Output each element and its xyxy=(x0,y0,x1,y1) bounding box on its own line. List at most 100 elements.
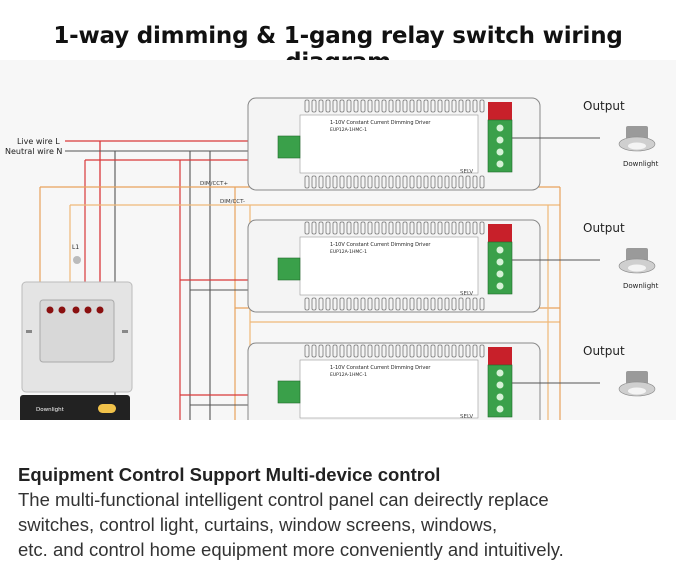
cooling-fin xyxy=(318,297,324,311)
cooling-fin xyxy=(304,221,310,235)
output-label: Output xyxy=(583,99,625,113)
cooling-fin xyxy=(318,344,324,358)
driver-title: 1-10V Constant Current Dimming Driver xyxy=(330,242,431,248)
cooling-fin xyxy=(465,221,471,235)
cooling-fin xyxy=(325,297,331,311)
cooling-fin xyxy=(395,221,401,235)
switch-panel-module xyxy=(39,299,115,363)
cooling-fin xyxy=(479,297,485,311)
terminal-screw xyxy=(496,136,504,144)
terminal-5 xyxy=(96,306,104,314)
cooling-fin xyxy=(381,175,387,189)
cooling-fin xyxy=(458,99,464,113)
description-heading: Equipment Control Support Multi-device c… xyxy=(18,464,441,485)
terminal-screw xyxy=(496,405,504,413)
cooling-fin xyxy=(346,344,352,358)
cooling-fin xyxy=(458,297,464,311)
cooling-fin xyxy=(381,221,387,235)
wiring-diagram: Live wire L Neutral wire N DIM/CCT+ DIM/… xyxy=(0,60,676,420)
cooling-fin xyxy=(388,175,394,189)
cooling-fin xyxy=(451,221,457,235)
cooling-fin xyxy=(409,175,415,189)
selv-mark: SELV xyxy=(460,291,473,297)
driver-model: EUP12A-1HMC-1 xyxy=(330,372,367,378)
description-line-2: switches, control light, curtains, windo… xyxy=(18,514,498,535)
description: Equipment Control Support Multi-device c… xyxy=(18,462,668,562)
driver-model: EUP12A-1HMC-1 xyxy=(330,127,367,133)
cooling-fin xyxy=(311,297,317,311)
cooling-fin xyxy=(458,221,464,235)
cooling-fin xyxy=(360,99,366,113)
terminal-screw xyxy=(496,124,504,132)
cooling-fin xyxy=(346,297,352,311)
cooling-fin xyxy=(479,221,485,235)
cooling-fin xyxy=(367,99,373,113)
cooling-fin xyxy=(304,297,310,311)
cooling-fin xyxy=(444,175,450,189)
cooling-fin xyxy=(304,175,310,189)
drivers: 1-10V Constant Current Dimming DriverEUP… xyxy=(247,97,659,420)
cooling-fin xyxy=(402,99,408,113)
cooling-fin xyxy=(451,297,457,311)
lamp-heatsink xyxy=(626,126,648,140)
cooling-fin xyxy=(465,99,471,113)
cooling-fin xyxy=(423,344,429,358)
cooling-fin xyxy=(367,221,373,235)
terminal-1 xyxy=(46,306,54,314)
driver-title: 1-10V Constant Current Dimming Driver xyxy=(330,365,431,371)
lamp-label: Downlight xyxy=(623,160,659,168)
cooling-fin xyxy=(367,344,373,358)
cooling-fin xyxy=(444,221,450,235)
cooling-fin xyxy=(339,344,345,358)
cooling-fin xyxy=(402,344,408,358)
output-label: Output xyxy=(583,344,625,358)
cooling-fin xyxy=(402,297,408,311)
cooling-fin xyxy=(465,297,471,311)
output-label: Output xyxy=(583,221,625,235)
relay-block xyxy=(488,102,512,120)
cooling-fin xyxy=(374,297,380,311)
cooling-fin xyxy=(311,99,317,113)
description-line-3: etc. and control home equipment more con… xyxy=(18,539,564,560)
cooling-fin xyxy=(318,175,324,189)
cooling-fin xyxy=(353,175,359,189)
cooling-fin xyxy=(367,175,373,189)
terminal-screw xyxy=(496,270,504,278)
description-line-1: The multi-functional intelligent control… xyxy=(18,489,549,510)
driver-title: 1-10V Constant Current Dimming Driver xyxy=(330,120,431,126)
cooling-fin xyxy=(430,344,436,358)
cooling-fin xyxy=(472,221,478,235)
input-terminal xyxy=(277,257,301,281)
cooling-fin xyxy=(374,175,380,189)
cooling-fin xyxy=(395,175,401,189)
cooling-fin xyxy=(409,297,415,311)
cooling-fin xyxy=(416,99,422,113)
cooling-fin xyxy=(339,221,345,235)
cooling-fin xyxy=(479,175,485,189)
cooling-fin xyxy=(472,297,478,311)
cooling-fin xyxy=(339,99,345,113)
dim-plus-label: DIM/CCT+ xyxy=(200,181,228,187)
input-terminal xyxy=(277,135,301,159)
cooling-fin xyxy=(353,297,359,311)
cooling-fin xyxy=(451,99,457,113)
neutral-wire-label: Neutral wire N xyxy=(5,147,62,156)
cooling-fin xyxy=(430,297,436,311)
terminal-screw xyxy=(496,369,504,377)
cooling-fin xyxy=(346,175,352,189)
cooling-fin xyxy=(479,344,485,358)
app-strip: Downlight xyxy=(20,395,130,420)
cooling-fin xyxy=(388,344,394,358)
driver-2: 1-10V Constant Current Dimming DriverEUP… xyxy=(247,219,659,313)
cooling-fin xyxy=(451,344,457,358)
cooling-fin xyxy=(416,297,422,311)
cooling-fin xyxy=(409,221,415,235)
cooling-fin xyxy=(367,297,373,311)
cooling-fin xyxy=(409,344,415,358)
screw-right xyxy=(122,330,128,333)
relay-block xyxy=(488,224,512,242)
driver-label-panel xyxy=(299,236,479,296)
cooling-fin xyxy=(430,221,436,235)
cooling-fin xyxy=(416,221,422,235)
cooling-fin xyxy=(423,221,429,235)
